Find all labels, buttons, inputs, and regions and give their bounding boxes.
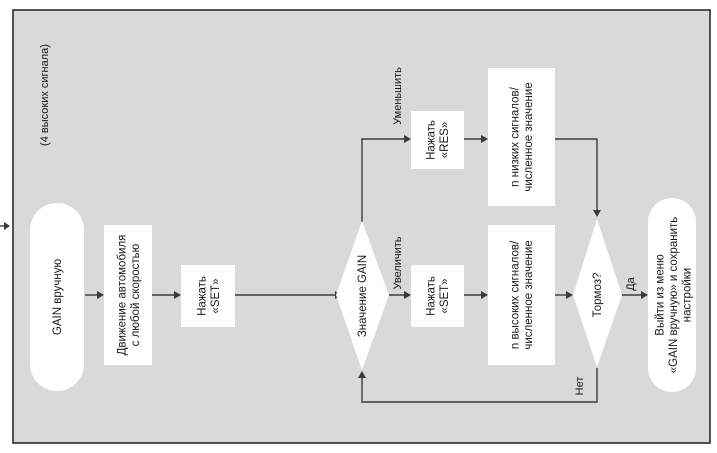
node-text-line: Нажать — [425, 120, 437, 160]
node-text-line: Выйти из меню — [655, 254, 667, 336]
node-press-res-text: Нажать«RES» — [425, 120, 451, 160]
node-text-line: n низких сигналов/ — [509, 86, 521, 186]
node-brake-decision-text: Тормоз? — [592, 273, 604, 318]
label-no: Нет — [574, 377, 586, 396]
node-text-line: с любой скоростью — [130, 243, 142, 346]
arrow-brake-no-loop — [361, 368, 598, 403]
node-high-signals-text: n высоких сигналов/численное значение — [509, 240, 535, 350]
node-text-line: Значение GAIN — [357, 255, 369, 337]
node-text-line: численное значение — [523, 82, 535, 191]
node-text-line: Движение автомобиля — [116, 235, 128, 356]
node-text-line: «SET» — [210, 278, 222, 313]
label-decrease: Уменьшить — [392, 67, 404, 125]
node-press-set-2: Нажать«SET» — [411, 265, 464, 327]
node-press-res: Нажать«RES» — [411, 111, 464, 169]
node-press-set-1: Нажать«SET» — [181, 265, 235, 327]
node-text-line: n высоких сигналов/ — [509, 240, 521, 349]
node-gain-decision: Значение GAIN — [336, 221, 389, 370]
node-press-set-2-text: Нажать«SET» — [425, 276, 451, 316]
entry-arrow — [0, 222, 10, 230]
label-increase: Увеличить — [392, 236, 404, 289]
node-text-line: GAIN вручную — [52, 259, 64, 336]
node-press-set-1-text: Нажать«SET» — [196, 276, 222, 316]
node-text-line: «GAIN вручную» и сохранить — [668, 217, 680, 373]
node-start: GAIN вручную — [30, 203, 84, 391]
node-text-line: «SET» — [439, 278, 451, 313]
node-low-signals: n низких сигналов/численное значение — [488, 68, 555, 206]
note-high-signals: (4 высоких сигнала) — [39, 44, 51, 146]
node-start-text: GAIN вручную — [52, 259, 64, 336]
node-brake-decision: Тормоз? — [573, 219, 622, 367]
node-text-line: численное значение — [523, 240, 535, 349]
node-high-signals: n высоких сигналов/численное значение — [488, 225, 555, 365]
node-low-signals-text: n низких сигналов/численное значение — [509, 82, 535, 191]
arrow-low-to-brake — [555, 138, 598, 212]
arrow-gain-to-res — [361, 138, 406, 222]
node-text-line: «RES» — [439, 122, 451, 158]
node-text-line: Нажать — [425, 276, 437, 316]
node-text-line: Тормоз? — [592, 273, 604, 318]
node-text-line: настройки — [682, 268, 694, 322]
label-yes: Да — [625, 276, 637, 290]
node-gain-decision-text: Значение GAIN — [357, 255, 369, 337]
node-text-line: Нажать — [196, 276, 208, 316]
